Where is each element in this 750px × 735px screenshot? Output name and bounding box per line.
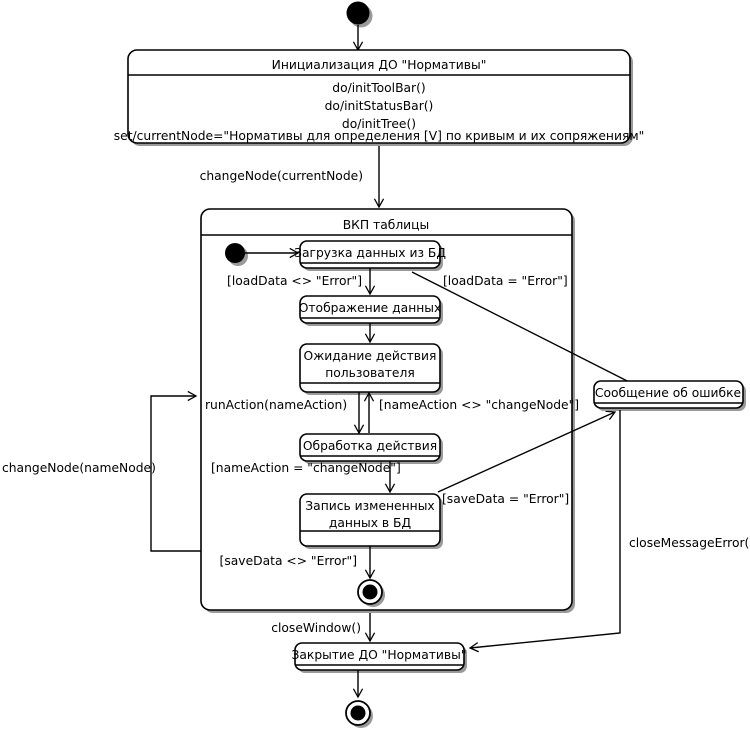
- transition-save-to-error-guard: [saveData = "Error"]: [442, 492, 569, 506]
- state-error-message: Сообщение об ошибке: [593, 380, 746, 411]
- state-save-data-name-line2: данных в БД: [329, 516, 411, 530]
- state-wait-user-action-name-line1: Ожидание действия: [304, 349, 437, 363]
- transition-load-to-error-guard: [loadData = "Error"]: [443, 274, 568, 288]
- transition-process-to-wait: [nameAction <> "changeNode"]: [363, 391, 579, 433]
- transition-loop-change-node: changeNode(nameNode): [2, 390, 201, 552]
- state-process-action-name: Обработка действия: [303, 439, 437, 453]
- transition-load-to-show-guard: [loadData <> "Error"]: [227, 274, 362, 288]
- state-save-data: Запись измененных данных в БД: [299, 493, 443, 549]
- transition-composite-to-close-label: closeWindow(): [271, 621, 361, 635]
- composite-state-table-name: ВКП таблицы: [343, 218, 430, 232]
- transition-save-to-error: [saveData = "Error"]: [437, 410, 617, 506]
- state-save-data-name-line1: Запись измененных: [305, 499, 434, 513]
- state-close-document-name: Закрытие ДО "Нормативы": [292, 648, 467, 662]
- transition-save-to-final-guard: [saveData <> "Error"]: [220, 554, 357, 568]
- state-show-data-name: Отображение данных: [299, 301, 442, 315]
- initial-state-inner: [225, 243, 248, 266]
- state-initialization-action-3: set/currentNode="Нормативы для определен…: [114, 129, 645, 143]
- final-state-inner: [357, 579, 385, 607]
- final-state-bottom: [345, 700, 373, 728]
- state-initialization-action-0: do/initToolBar(): [332, 81, 425, 95]
- state-load-data: Загрузка данных из БД: [294, 240, 446, 271]
- transition-process-to-save-guard: [nameAction = "changeNode"]: [211, 461, 401, 475]
- composite-state-table: ВКП таблицы: [200, 208, 575, 613]
- transition-process-to-wait-guard: [nameAction <> "changeNode"]: [379, 398, 579, 412]
- state-wait-user-action: Ожидание действия пользователя: [299, 343, 443, 395]
- state-show-data: Отображение данных: [299, 295, 443, 326]
- transition-init-to-composite: changeNode(currentNode): [200, 146, 385, 209]
- initial-state-top: [346, 1, 373, 28]
- transition-process-to-save: [nameAction = "changeNode"]: [211, 461, 401, 494]
- transition-loop-change-node-label: changeNode(nameNode): [2, 461, 156, 475]
- transition-composite-to-close: closeWindow(): [271, 613, 376, 643]
- state-initialization-name: Инициализация ДО "Нормативы": [272, 58, 487, 72]
- transition-error-to-close: closeMessageError(): [468, 410, 750, 653]
- state-close-document: Закрытие ДО "Нормативы": [292, 642, 467, 673]
- transition-wait-to-process-label: runAction(nameAction): [205, 398, 347, 412]
- state-wait-user-action-name-line2: пользователя: [325, 366, 415, 380]
- state-error-message-name: Сообщение об ошибке: [595, 386, 741, 400]
- transition-init-to-composite-label: changeNode(currentNode): [200, 169, 363, 183]
- transition-error-to-close-label: closeMessageError(): [629, 536, 750, 550]
- transition-load-to-error: [loadData = "Error"]: [411, 271, 649, 393]
- state-load-data-name: Загрузка данных из БД: [294, 246, 446, 260]
- transition-save-to-final: [saveData <> "Error"]: [220, 546, 376, 580]
- transition-wait-to-process: runAction(nameAction): [205, 392, 365, 435]
- state-initialization-action-1: do/initStatusBar(): [325, 99, 434, 113]
- transition-load-to-show: [loadData <> "Error"]: [227, 268, 376, 296]
- state-initialization: Инициализация ДО "Нормативы" do/initTool…: [114, 49, 645, 146]
- state-process-action: Обработка действия: [299, 433, 443, 464]
- state-initialization-action-2: do/initTree(): [342, 117, 416, 131]
